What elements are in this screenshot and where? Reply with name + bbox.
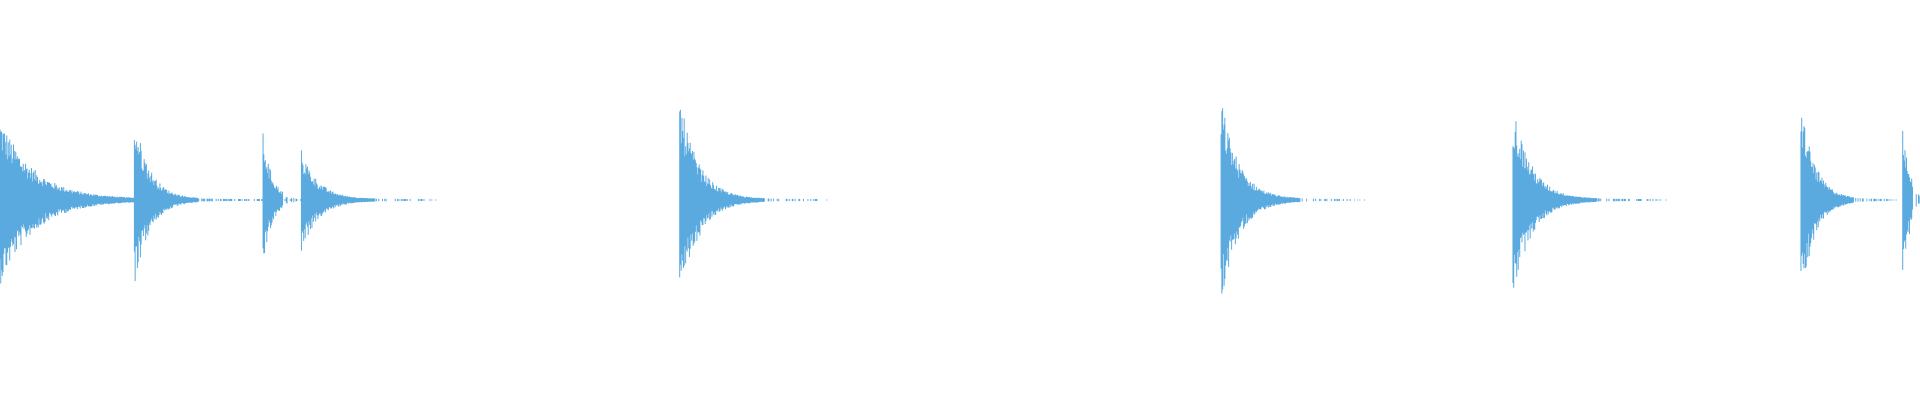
transient-8-trace <box>1800 117 1897 271</box>
transient-4-trace <box>300 150 437 251</box>
transient-5-trace <box>679 109 828 278</box>
transient-9 <box>1902 130 1920 270</box>
transient-4 <box>300 150 437 251</box>
transient-3-trace <box>262 133 297 254</box>
transient-2 <box>133 140 249 282</box>
transient-7-trace <box>1512 121 1667 288</box>
transient-2-trace <box>133 140 249 282</box>
transient-8 <box>1800 117 1897 271</box>
transient-5 <box>679 109 828 278</box>
transient-3 <box>262 133 297 254</box>
transient-6-trace <box>1220 108 1365 294</box>
transient-6 <box>1220 108 1365 294</box>
transient-9-trace <box>1902 130 1920 270</box>
waveform-transients <box>0 108 1920 294</box>
transient-7 <box>1512 121 1667 288</box>
